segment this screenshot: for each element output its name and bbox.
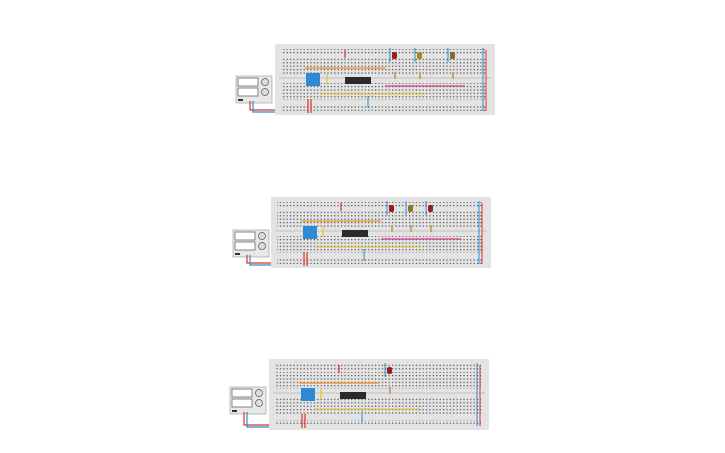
breadboard-holes[interactable] bbox=[275, 398, 481, 415]
dip-switch[interactable] bbox=[301, 388, 315, 401]
voltage-display bbox=[234, 231, 256, 241]
led[interactable] bbox=[392, 52, 397, 59]
current-display bbox=[237, 87, 259, 97]
led[interactable] bbox=[408, 205, 413, 212]
voltage-knob-icon[interactable] bbox=[258, 232, 266, 240]
current-display bbox=[231, 398, 253, 408]
breadboard-holes[interactable] bbox=[277, 236, 483, 253]
center-channel bbox=[279, 77, 491, 79]
breadboard-holes[interactable] bbox=[281, 105, 487, 111]
breadboard-holes[interactable] bbox=[275, 364, 481, 370]
circuit-3[interactable] bbox=[229, 359, 489, 430]
power-supply[interactable] bbox=[232, 229, 270, 258]
current-knob-icon[interactable] bbox=[255, 399, 263, 407]
current-display bbox=[234, 241, 256, 251]
circuit-1[interactable] bbox=[235, 44, 495, 115]
circuit-2[interactable] bbox=[232, 197, 491, 268]
resistor[interactable] bbox=[394, 72, 396, 79]
current-knob-icon[interactable] bbox=[261, 88, 269, 96]
center-channel bbox=[275, 230, 487, 232]
ic-chip[interactable] bbox=[345, 77, 371, 84]
resistor[interactable] bbox=[419, 72, 421, 79]
breadboard-holes[interactable] bbox=[277, 210, 483, 227]
breadboard-holes[interactable] bbox=[281, 49, 487, 55]
led[interactable] bbox=[450, 52, 455, 59]
breadboard-holes[interactable] bbox=[281, 83, 487, 100]
current-knob-icon[interactable] bbox=[258, 242, 266, 250]
voltage-display bbox=[231, 388, 253, 398]
breadboard-holes[interactable] bbox=[275, 420, 481, 426]
led[interactable] bbox=[417, 52, 422, 59]
resistor[interactable] bbox=[410, 225, 412, 232]
power-switch[interactable] bbox=[232, 410, 237, 412]
breadboard-holes[interactable] bbox=[275, 372, 481, 389]
voltage-knob-icon[interactable] bbox=[255, 389, 263, 397]
power-switch[interactable] bbox=[235, 253, 240, 255]
ic-chip[interactable] bbox=[340, 392, 366, 399]
breadboard-holes[interactable] bbox=[277, 202, 483, 208]
led[interactable] bbox=[428, 205, 433, 212]
resistor[interactable] bbox=[391, 225, 393, 232]
dip-switch[interactable] bbox=[303, 226, 317, 239]
led[interactable] bbox=[389, 205, 394, 212]
breadboard-holes[interactable] bbox=[277, 258, 483, 264]
ic-chip[interactable] bbox=[342, 230, 368, 237]
breadboard-holes[interactable] bbox=[281, 57, 487, 74]
led[interactable] bbox=[387, 367, 392, 374]
dip-switch[interactable] bbox=[306, 73, 320, 86]
wire-red[interactable] bbox=[249, 101, 287, 111]
resistor[interactable] bbox=[430, 225, 432, 232]
power-supply[interactable] bbox=[235, 75, 273, 104]
resistor[interactable] bbox=[452, 72, 454, 79]
voltage-knob-icon[interactable] bbox=[261, 78, 269, 86]
wire-red[interactable] bbox=[243, 412, 281, 426]
resistor[interactable] bbox=[389, 387, 391, 394]
voltage-display bbox=[237, 77, 259, 87]
power-switch[interactable] bbox=[238, 99, 243, 101]
power-supply[interactable] bbox=[229, 386, 267, 415]
center-channel bbox=[273, 392, 485, 394]
